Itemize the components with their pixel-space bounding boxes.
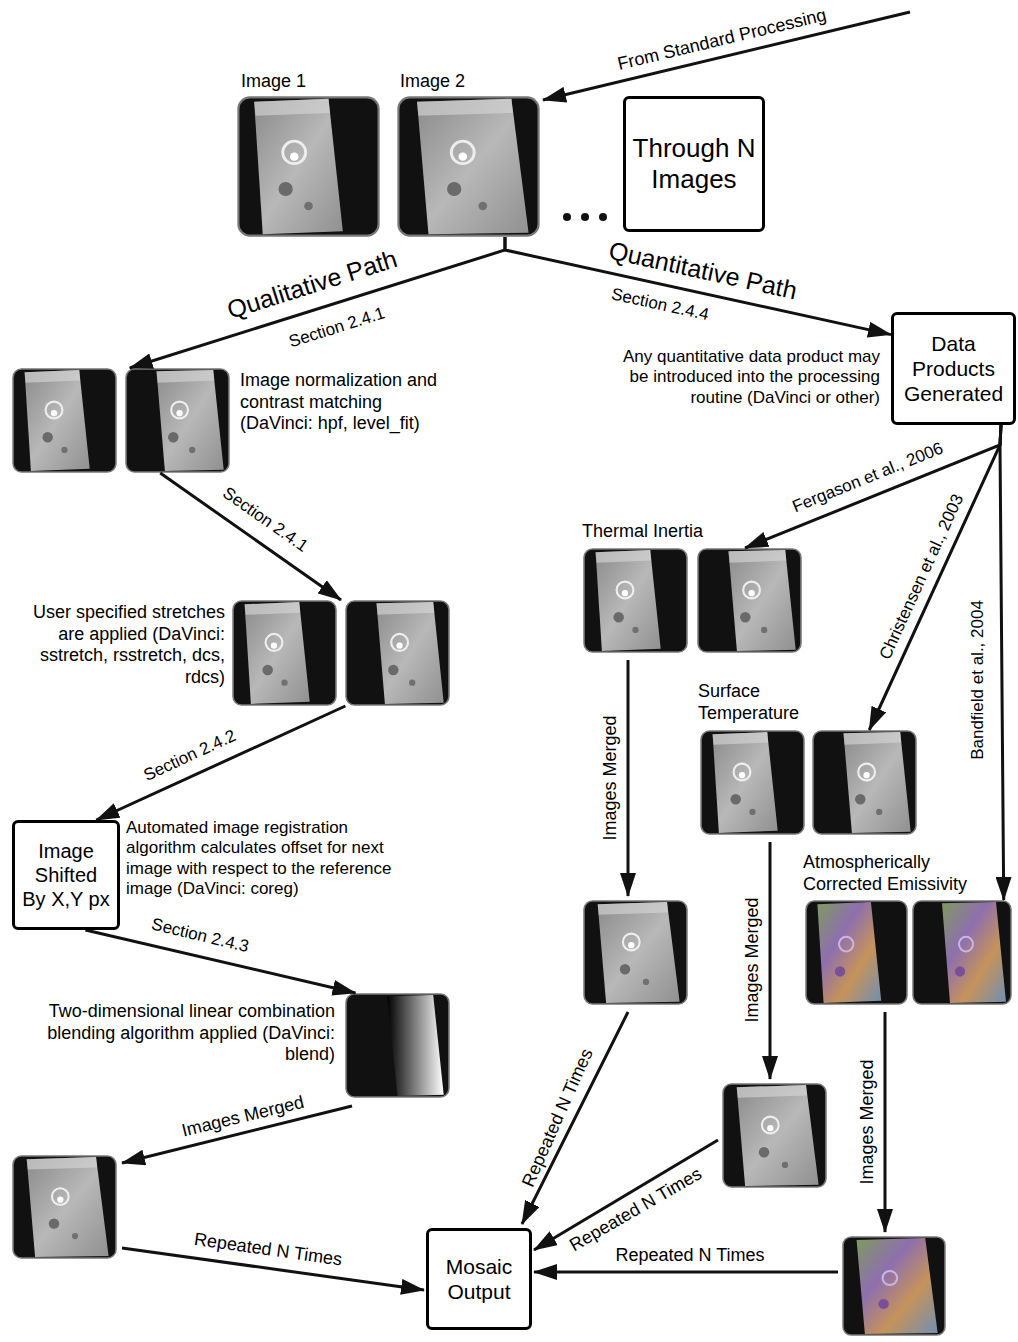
thumbnail-image: [584, 549, 687, 652]
edge-label: Section 2.4.3: [149, 915, 250, 958]
thumbnail-image: [233, 601, 336, 705]
thumbnail-image: [398, 97, 538, 235]
image-pair: User specified stretches are applied (Da…: [232, 600, 450, 706]
image-heading: Image 2: [400, 71, 540, 93]
annotation-label: Images Merged: [600, 715, 622, 840]
annotation-label: Images Merged: [180, 1092, 307, 1142]
process-box: Through N Images: [623, 96, 765, 232]
image-pair: Two-dimensional linear combination blend…: [345, 993, 450, 1098]
flow-connector: [160, 473, 341, 600]
edge-label: Section 2.4.2: [141, 726, 240, 786]
flow-connector: [1000, 425, 1004, 900]
ellipsis-dots: [563, 213, 607, 221]
process-box: Data Products Generated: [891, 312, 1016, 425]
annotation-label: From Standard Processing: [615, 5, 828, 76]
annotation-label: Repeated N Times: [518, 1046, 598, 1191]
annotation-label: Repeated N Times: [566, 1163, 706, 1256]
thumbnail-image: [126, 369, 229, 472]
annotation-label: Section 2.4.1: [287, 303, 388, 352]
box-label: Image Shifted By X,Y px: [15, 839, 117, 911]
merged-image: [584, 901, 687, 1004]
thumbnail-images: [13, 97, 1011, 1335]
image-pair: Image normalization and contrast matchin…: [12, 368, 230, 473]
flow-arrow: [543, 12, 910, 100]
thumbnail-image: [698, 549, 801, 652]
flow-arrow: [884, 1012, 887, 1232]
image-heading: Atmospherically Corrected Emissivity: [803, 852, 988, 895]
annotation-label: Images Merged: [742, 897, 764, 1022]
flow-arrows: [122, 12, 910, 1290]
flow-arrow: [534, 1271, 838, 1274]
box-label: Through N Images: [626, 133, 762, 195]
flow-arrow: [769, 842, 772, 1079]
thumbnail-image: [13, 369, 116, 472]
thumbnail-image: [913, 901, 1011, 1004]
image-pair: Surface Temperature: [700, 730, 917, 835]
flow-arrow: [627, 660, 630, 896]
annotation-label: Any quantitative data product may be int…: [606, 347, 880, 408]
edge-label: Section 2.4.1: [219, 483, 312, 557]
process-box: Image Shifted By X,Y pxAutomated image r…: [12, 820, 120, 930]
thumbnail-image: [701, 731, 804, 834]
annotation-label: Images Merged: [857, 1059, 879, 1184]
image-heading: Image 1: [241, 71, 381, 93]
edge-label: Bandfield et al., 2004: [968, 600, 988, 760]
flow-arrow: [534, 1140, 718, 1250]
image-heading: Automated image registration algorithm c…: [126, 818, 406, 900]
step-description: Image normalization and contrast matchin…: [240, 370, 458, 435]
image-heading: Surface Temperature: [698, 681, 818, 724]
image-pair: Atmospherically Corrected Emissivity: [805, 900, 1012, 1005]
thumbnail-image: [238, 97, 378, 235]
annotation-label: Section 2.4.4: [609, 284, 710, 325]
flow-arrow: [522, 1012, 628, 1224]
flow-connector: [96, 706, 345, 820]
blend-mask-image: [346, 994, 449, 1097]
edge-label: Fergason et al., 2006: [790, 438, 947, 517]
thumbnail-image: [806, 901, 907, 1004]
annotation-label: Repeated N Times: [193, 1229, 344, 1271]
process-box: Mosaic Output: [426, 1228, 532, 1330]
merged-image: [723, 1084, 826, 1187]
box-label: Data Products Generated: [894, 331, 1013, 407]
image-pair: Thermal Inertia: [583, 548, 802, 653]
merged-image: [13, 1156, 116, 1258]
thumbnail-image: [813, 731, 916, 834]
flow-connector: [130, 237, 505, 368]
step-description: User specified stretches are applied (Da…: [20, 602, 225, 688]
annotation-label: Repeated N Times: [615, 1245, 764, 1267]
merged-image: [843, 1237, 945, 1335]
image-heading: Thermal Inertia: [582, 521, 742, 543]
step-description: Two-dimensional linear combination blend…: [40, 1001, 335, 1066]
thumbnail-image: [346, 601, 449, 705]
image-pair: Image 1: [237, 96, 380, 237]
image-pair: Image 2: [397, 96, 540, 237]
box-label: Mosaic Output: [429, 1254, 529, 1304]
flow-connector: [505, 237, 891, 335]
edge-label: Christensen et al., 2003: [875, 491, 968, 663]
